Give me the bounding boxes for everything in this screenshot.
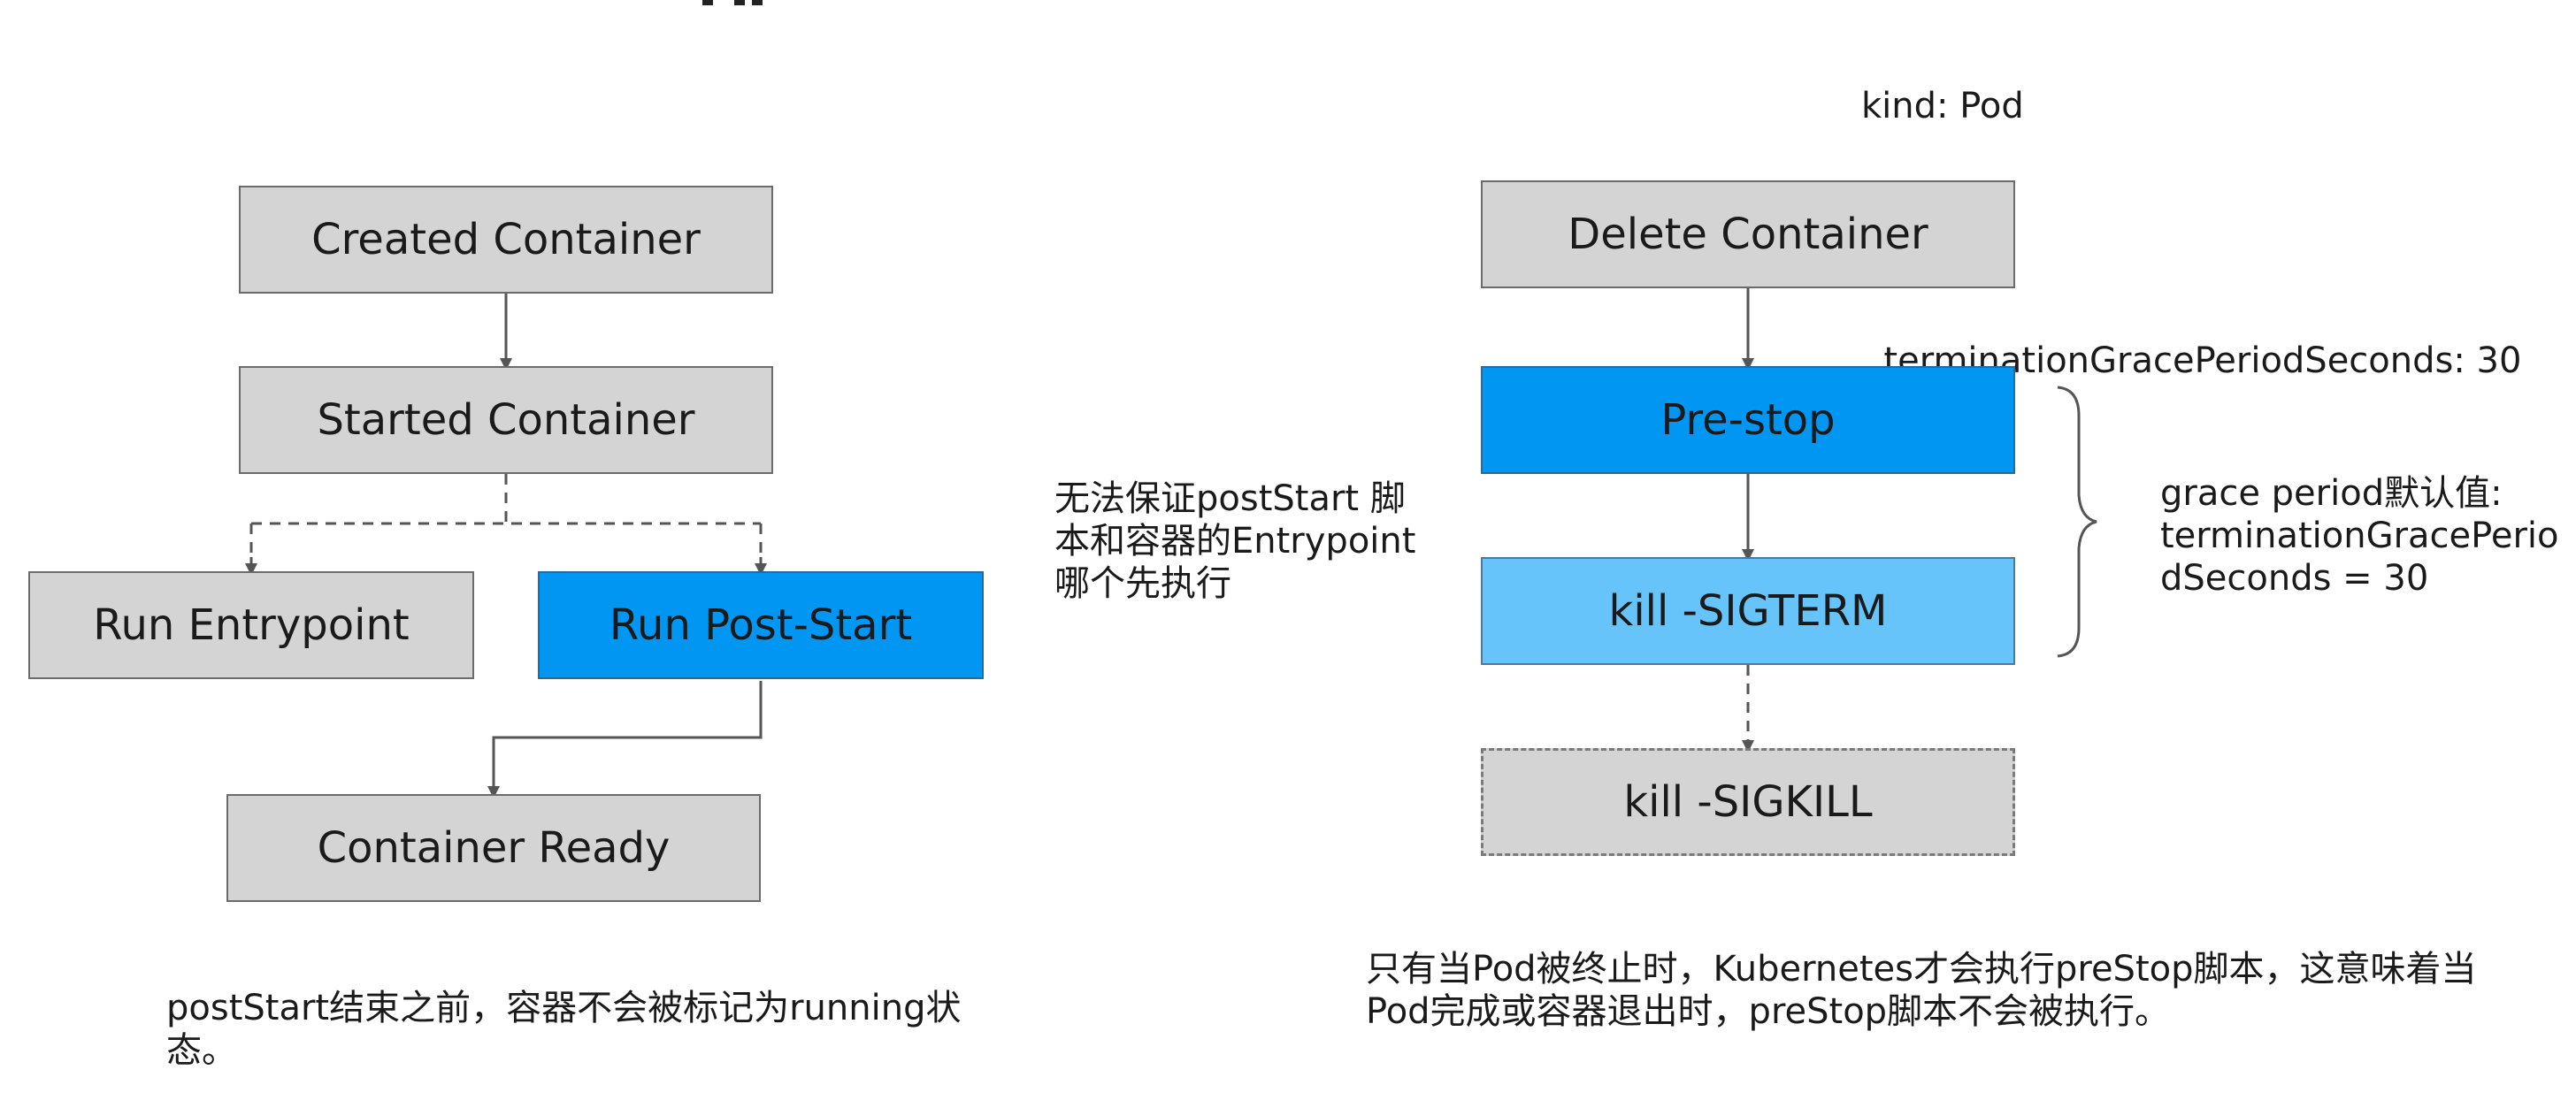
- created-container-box: Created Container: [239, 186, 773, 294]
- run-entrypoint-box: Run Entrypoint: [28, 571, 474, 679]
- created-container-label: Created Container: [311, 215, 701, 264]
- container-ready-label: Container Ready: [317, 823, 671, 873]
- delete-container-box: Delete Container: [1481, 180, 2015, 288]
- run-entrypoint-label: Run Entrypoint: [93, 600, 410, 650]
- grace-period-note: grace period默认值: terminationGracePerio d…: [2160, 473, 2559, 599]
- arrow-poststart-to-ready: [487, 681, 763, 799]
- run-post-start-box: Run Post-Start: [538, 571, 984, 679]
- cropped-title-fragment: [699, 0, 770, 5]
- pre-stop-only-note: 只有当Pod被终止时，Kubernetes才会执行preStop脚本，这意味着当…: [1366, 949, 2477, 1032]
- run-post-start-label: Run Post-Start: [609, 600, 913, 650]
- container-ready-box: Container Ready: [226, 794, 761, 902]
- pre-stop-box: Pre-stop: [1481, 366, 2015, 474]
- code-line: kind: Pod: [1861, 86, 2024, 126]
- kill-sigterm-box: kill -SIGTERM: [1481, 557, 2015, 665]
- pre-stop-label: Pre-stop: [1660, 395, 1836, 445]
- kill-sigkill-box: kill -SIGKILL: [1481, 748, 2015, 856]
- delete-container-label: Delete Container: [1568, 210, 1928, 259]
- grace-period-brace: [2057, 386, 2097, 658]
- kill-sigkill-label: kill -SIGKILL: [1623, 777, 1873, 827]
- started-container-label: Started Container: [317, 395, 695, 445]
- post-start-order-note: 无法保证postStart 脚 本和容器的Entrypoint 哪个先执行: [1054, 478, 1416, 604]
- kill-sigterm-label: kill -SIGTERM: [1608, 586, 1888, 636]
- post-start-running-note: postStart结束之前，容器不会被标记为running状 态。: [166, 988, 962, 1071]
- dashed-split-to-entrypoint-and-poststart: [249, 474, 763, 568]
- started-container-box: Started Container: [239, 366, 773, 474]
